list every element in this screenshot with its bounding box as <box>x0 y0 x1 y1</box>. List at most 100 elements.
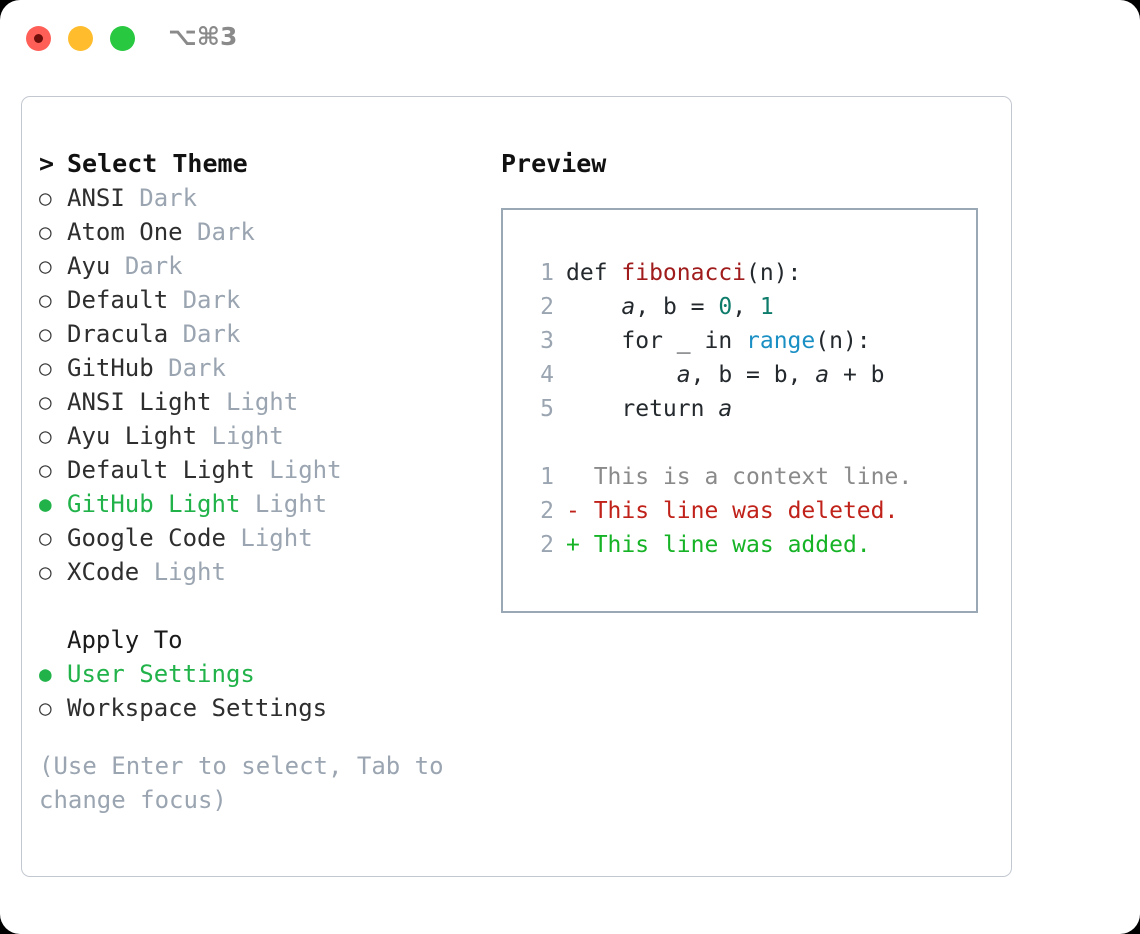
line-number: 2 <box>540 498 554 524</box>
theme-variant-label: Dark <box>124 252 183 280</box>
code-token-variable: a <box>621 294 636 320</box>
theme-list-item[interactable]: ○ Default Dark <box>39 283 479 317</box>
code-token-call: range <box>746 328 816 354</box>
code-token: , b = b, <box>690 362 816 388</box>
theme-list-item[interactable]: ○ Ayu Dark <box>39 249 479 283</box>
radio-icon[interactable]: ○ <box>39 458 52 482</box>
theme-list-item[interactable]: ○ ANSI Dark <box>39 181 479 215</box>
radio-icon-selected[interactable]: ● <box>39 662 52 686</box>
radio-icon[interactable]: ○ <box>39 356 52 380</box>
theme-list-item-selected[interactable]: ● GitHub Light Light <box>39 487 479 521</box>
radio-icon[interactable]: ○ <box>39 390 52 414</box>
theme-list-item[interactable]: ○ Dracula Dark <box>39 317 479 351</box>
theme-list-item[interactable]: ○ Default Light Light <box>39 453 479 487</box>
apply-to-section: Apply To ● User Settings ○ Workspace Set… <box>39 623 479 725</box>
theme-name: GitHub Light <box>67 490 241 518</box>
theme-picker-header: > Select Theme <box>39 147 479 181</box>
theme-list-item[interactable]: ○ Ayu Light Light <box>39 419 479 453</box>
code-content: def fibonacci(n): <box>566 256 801 290</box>
code-token: def <box>566 260 622 286</box>
diff-sign-plus: + <box>566 532 580 558</box>
theme-variant-label: Light <box>240 524 313 552</box>
maximize-button[interactable] <box>110 26 135 51</box>
blank-marker <box>39 623 67 657</box>
code-token: , <box>732 294 760 320</box>
theme-list-item[interactable]: ○ GitHub Dark <box>39 351 479 385</box>
radio-icon[interactable]: ○ <box>39 322 52 346</box>
theme-list: ○ ANSI Dark ○ Atom One Dark ○ Ayu <box>39 181 479 589</box>
radio-icon[interactable]: ○ <box>39 560 52 584</box>
theme-variant <box>240 487 254 521</box>
preview-title: Preview <box>501 149 607 178</box>
code-content: for _ in range(n): <box>566 324 870 358</box>
theme-variant <box>183 215 197 249</box>
theme-variant-label: Dark <box>168 354 226 382</box>
code-line: 1 def fibonacci(n): <box>503 256 976 290</box>
theme-name: Default Light <box>67 456 255 484</box>
radio-icon[interactable]: ○ <box>39 696 52 720</box>
preview-column: Preview 1 def fibonacci(n): 2 a, b = 0, … <box>501 147 991 613</box>
diff-sign-minus: - <box>566 498 580 524</box>
line-number: 1 <box>540 464 554 490</box>
keyboard-shortcut-label: ⌥⌘3 <box>168 22 238 51</box>
radio-icon[interactable]: ○ <box>39 220 52 244</box>
main-panel: > Select Theme ○ ANSI Dark ○ Atom One <box>21 96 1012 877</box>
radio-icon[interactable]: ○ <box>39 186 52 210</box>
preview-box: 1 def fibonacci(n): 2 a, b = 0, 1 3 for … <box>501 208 978 613</box>
theme-list-item[interactable]: ○ ANSI Light Light <box>39 385 479 419</box>
theme-variant <box>212 385 226 419</box>
minimize-button[interactable] <box>68 26 93 51</box>
radio-icon[interactable]: ○ <box>39 288 52 312</box>
theme-variant-label: Light <box>153 558 226 586</box>
line-number: 2 <box>540 294 554 320</box>
diff-sign <box>566 460 580 494</box>
theme-variant <box>154 351 168 385</box>
code-content: return a <box>566 392 732 426</box>
code-content: a, b = 0, 1 <box>566 290 774 324</box>
radio-icon[interactable]: ○ <box>39 526 52 550</box>
apply-to-option-label: Workspace Settings <box>67 694 328 722</box>
apply-to-header: Apply To <box>39 623 479 657</box>
theme-picker-column: > Select Theme ○ ANSI Dark ○ Atom One <box>39 147 479 817</box>
theme-name: ANSI Light <box>67 388 212 416</box>
apply-to-option[interactable]: ○ Workspace Settings <box>39 691 479 725</box>
hint-spacer <box>39 725 479 747</box>
code-token-function: fibonacci <box>621 260 747 286</box>
radio-icon[interactable]: ○ <box>39 254 52 278</box>
page-title: Select Theme <box>67 149 248 178</box>
radio-icon[interactable]: ○ <box>39 424 52 448</box>
theme-name: Ayu <box>67 252 111 280</box>
keyboard-hint-text: (Use Enter to select, Tab to change focu… <box>39 752 444 814</box>
line-number: 2 <box>540 532 554 558</box>
code-token <box>566 362 677 388</box>
code-token-variable: a <box>815 362 830 388</box>
diff-text: This line was added. <box>579 532 871 558</box>
section-spacer <box>39 589 479 623</box>
code-token <box>566 294 621 320</box>
line-number: 5 <box>540 396 554 422</box>
theme-variant-label: Dark <box>197 218 255 246</box>
theme-name: ANSI <box>67 184 125 212</box>
theme-name: Dracula <box>67 320 169 348</box>
line-number: 1 <box>540 260 554 286</box>
theme-list-item[interactable]: ○ XCode Light <box>39 555 479 589</box>
theme-variant-label: Light <box>269 456 342 484</box>
diff-sample: 1 This is a context line. 2 - This line … <box>503 460 976 562</box>
theme-variant <box>168 317 182 351</box>
code-line: 3 for _ in range(n): <box>503 324 976 358</box>
theme-variant <box>255 453 269 487</box>
theme-name: XCode <box>67 558 140 586</box>
radio-icon-selected[interactable]: ● <box>39 492 52 516</box>
theme-list-item[interactable]: ○ Atom One Dark <box>39 215 479 249</box>
theme-list-item[interactable]: ○ Google Code Light <box>39 521 479 555</box>
apply-to-option-selected[interactable]: ● User Settings <box>39 657 479 691</box>
diff-line-deleted: 2 - This line was deleted. <box>503 494 976 528</box>
apply-to-title: Apply To <box>67 626 183 654</box>
theme-variant-label: Dark <box>139 184 198 212</box>
code-token: + b <box>829 362 885 388</box>
close-button[interactable] <box>26 26 51 51</box>
code-token-number: 1 <box>759 294 774 320</box>
diff-line-added: 2 + This line was added. <box>503 528 976 562</box>
code-content: a, b = b, a + b <box>566 358 885 392</box>
